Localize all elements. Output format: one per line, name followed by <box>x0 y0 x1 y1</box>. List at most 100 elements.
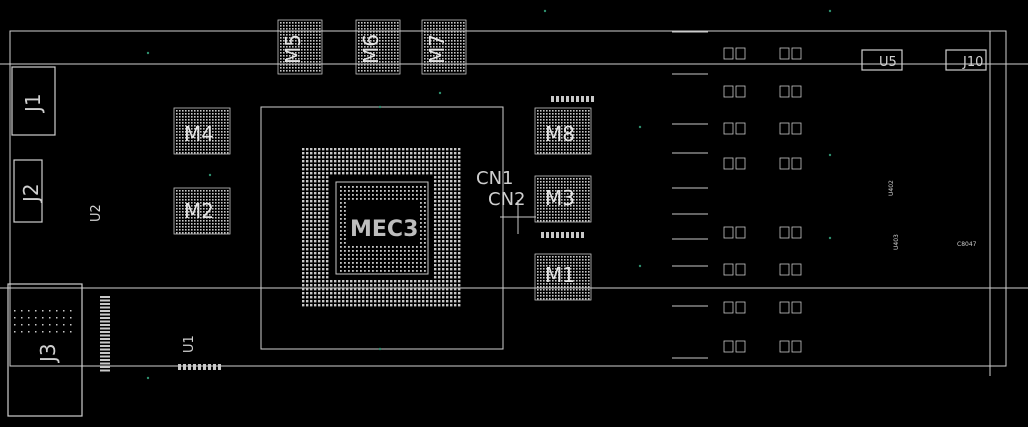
m1-pads-outline <box>534 253 592 301</box>
m7-label: M7 <box>425 34 449 64</box>
res-bot-5 <box>203 364 206 370</box>
col-pad-b-21 <box>105 369 110 372</box>
col-pad-b-13 <box>105 341 110 344</box>
m2-pads <box>176 190 229 234</box>
via-2 <box>378 105 382 109</box>
u402-label: U402 <box>888 180 895 196</box>
smd-part-5b <box>735 263 746 276</box>
smd-part-6b <box>735 301 746 314</box>
via-8 <box>828 236 832 240</box>
smd-part-9b <box>791 85 802 98</box>
col-pad-b-17 <box>105 355 110 358</box>
smd-part-15a <box>779 340 790 353</box>
smd-part-0a <box>723 47 734 60</box>
m2-pads-outline <box>173 187 231 235</box>
res-top-0 <box>551 96 554 102</box>
col-pad-b-7 <box>105 320 110 323</box>
m3-pads <box>537 178 590 222</box>
smd-part-8a <box>779 47 790 60</box>
col-pad-b-14 <box>105 345 110 347</box>
res-bot-4 <box>198 364 201 370</box>
connector-j2-outline <box>13 159 43 223</box>
res-bot-2 <box>188 364 191 370</box>
col-pad-a-14 <box>100 345 105 347</box>
col-pad-b-0 <box>105 296 110 298</box>
mec3-label: MEC3 <box>350 217 418 242</box>
j1-label: J1 <box>21 93 45 114</box>
col-pad-a-9 <box>100 327 105 330</box>
via-0 <box>146 51 150 55</box>
res-mid-3 <box>556 232 559 238</box>
res-mid-0 <box>541 232 544 238</box>
m3-label: M3 <box>545 186 575 210</box>
res-bot-1 <box>183 364 186 370</box>
res-top-7 <box>586 96 589 102</box>
col-pad-a-21 <box>100 369 105 372</box>
col-pad-a-16 <box>100 352 105 354</box>
col-pad-b-12 <box>105 338 110 340</box>
col-pad-b-9 <box>105 327 110 330</box>
smd-part-2b <box>735 122 746 135</box>
smd-part-10b <box>791 122 802 135</box>
smd-part-8b <box>791 47 802 60</box>
res-mid-6 <box>571 232 574 238</box>
m6-label: M6 <box>359 34 383 64</box>
res-mid-5 <box>566 232 569 238</box>
res-top-2 <box>561 96 564 102</box>
col-pad-a-4 <box>100 310 105 312</box>
col-pad-a-15 <box>100 348 105 351</box>
col-pad-b-8 <box>105 324 110 326</box>
smd-part-13a <box>779 263 790 276</box>
u2-label: U2 <box>89 204 104 222</box>
col-pad-a-13 <box>100 341 105 344</box>
col-pad-b-20 <box>105 366 110 368</box>
connector-j10-outline <box>945 49 987 71</box>
m4-pads-outline <box>173 107 231 155</box>
m6-pads <box>358 22 399 72</box>
col-pad-b-10 <box>105 331 110 333</box>
smd-part-12a <box>779 226 790 239</box>
via-4 <box>638 125 642 129</box>
smd-part-3b <box>735 157 746 170</box>
smd-part-0b <box>735 47 746 60</box>
res-top-5 <box>576 96 579 102</box>
via-7 <box>828 153 832 157</box>
via-1 <box>438 91 442 95</box>
res-mid-7 <box>576 232 579 238</box>
u403-label: U403 <box>893 234 900 250</box>
res-mid-8 <box>581 232 584 238</box>
via-11 <box>208 173 212 177</box>
col-pad-a-12 <box>100 338 105 340</box>
col-pad-a-18 <box>100 359 105 361</box>
col-pad-b-5 <box>105 313 110 316</box>
smd-part-5a <box>723 263 734 276</box>
col-pad-b-15 <box>105 348 110 351</box>
col-pad-b-19 <box>105 362 110 365</box>
col-pad-b-4 <box>105 310 110 312</box>
smd-part-2a <box>723 122 734 135</box>
board-outlines <box>0 30 1028 376</box>
u1-label: U1 <box>182 335 197 353</box>
col-pad-b-3 <box>105 306 110 309</box>
res-top-8 <box>591 96 594 102</box>
m4-label: M4 <box>184 122 214 146</box>
col-pad-b-6 <box>105 317 110 319</box>
m2-label: M2 <box>184 199 214 223</box>
res-mid-1 <box>546 232 549 238</box>
res-top-4 <box>571 96 574 102</box>
smd-part-4b <box>735 226 746 239</box>
col-pad-a-7 <box>100 320 105 323</box>
via-3 <box>378 347 382 351</box>
connector-j3-outline <box>7 283 83 417</box>
smd-part-14a <box>779 301 790 314</box>
col-pad-a-0 <box>100 296 105 298</box>
col-pad-a-6 <box>100 317 105 319</box>
res-bot-3 <box>193 364 196 370</box>
col-pad-b-2 <box>105 303 110 305</box>
m4-pads <box>176 110 229 154</box>
crosshair-mark <box>500 200 536 234</box>
cn1-label: CN1 <box>476 168 514 189</box>
res-bot-6 <box>208 364 211 370</box>
col-pad-a-2 <box>100 303 105 305</box>
